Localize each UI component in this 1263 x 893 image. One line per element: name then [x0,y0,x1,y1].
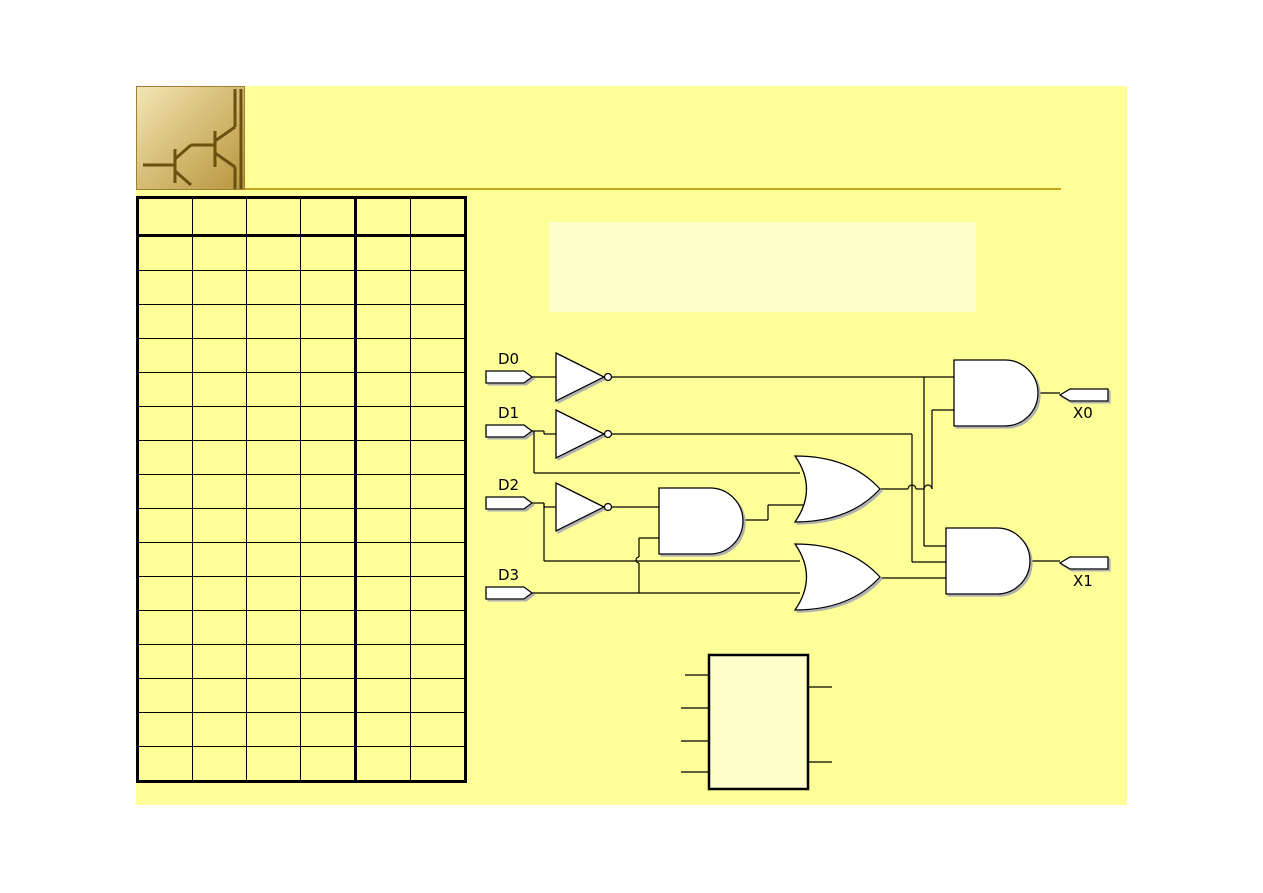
table-cell [300,712,356,747]
table-cell [246,678,301,713]
and-gate-icon [658,487,744,555]
table-cell [300,746,356,782]
input-port-d2: D2 [485,476,534,510]
table-row [137,508,466,543]
table-cell [300,542,356,577]
table-cell [410,235,466,271]
not-gate-icon [555,351,613,403]
table-row [137,406,466,441]
table-cell [410,610,466,645]
table-cell [410,678,466,713]
input-label: D2 [498,476,519,494]
note-box [549,222,976,312]
table-cell [137,372,193,407]
input-port-d3: D3 [485,566,534,600]
table-cell [246,610,301,645]
table-cell [137,406,193,441]
table-cell [137,304,193,339]
table-cell [300,270,356,305]
table-cell [246,197,301,237]
table-row [137,712,466,747]
table-row [137,372,466,407]
input-label: D0 [498,350,519,368]
table-row [137,644,466,679]
table-cell [246,746,301,782]
table-cell [246,440,301,475]
table-cell [192,197,247,237]
table-cell [192,508,247,543]
table-cell [300,508,356,543]
table-cell [246,338,301,373]
table-cell [246,542,301,577]
table-cell [410,746,466,782]
input-label: D1 [498,404,519,422]
and-gate-icon [953,359,1039,427]
table-cell [410,576,466,611]
transistor-logo-icon [136,86,245,190]
table-cell [410,338,466,373]
table-cell [192,474,247,509]
table-cell [192,712,247,747]
table-cell [192,542,247,577]
table-row [137,576,466,611]
table-cell [246,508,301,543]
table-cell [137,197,193,237]
table-cell [246,304,301,339]
not-gate-icon [555,408,613,460]
table-cell [246,372,301,407]
table-cell [354,712,411,747]
table-cell [192,746,247,782]
output-label: X1 [1073,572,1093,590]
table-cell [246,270,301,305]
table-row [137,270,466,305]
table-cell [246,712,301,747]
wires [532,376,1060,594]
table-cell [300,474,356,509]
table-row [137,474,466,509]
table-cell [354,746,411,782]
table-cell [410,372,466,407]
output-label: X0 [1073,404,1093,422]
table-cell [354,576,411,611]
table-cell [410,406,466,441]
title-rule [245,188,1061,190]
table-row [137,610,466,645]
output-port-x1: X1 [1058,556,1109,590]
table-cell [137,712,193,747]
not-gate-icon [555,481,613,533]
table-cell [192,406,247,441]
table-cell [246,644,301,679]
table-cell [192,235,247,271]
table-cell [192,372,247,407]
table-cell [246,235,301,271]
and-gate-icon [945,527,1031,595]
table-cell [137,508,193,543]
table-cell [192,440,247,475]
table-cell [300,678,356,713]
table-cell [354,678,411,713]
table-cell [354,270,411,305]
table-cell [354,406,411,441]
input-port-d0: D0 [485,350,534,384]
table-cell [354,542,411,577]
table-header-row [137,197,466,237]
table-cell [410,508,466,543]
output-port-x0: X0 [1058,388,1109,422]
table-cell [410,270,466,305]
table-cell [410,197,466,237]
truth-table [136,196,467,783]
table-cell [410,644,466,679]
input-port-d1: D1 [485,404,534,438]
or-gate-icon [793,543,881,611]
table-row [137,678,466,713]
table-cell [410,304,466,339]
table-cell [137,678,193,713]
input-label: D3 [498,566,519,584]
encoder-block-symbol [681,653,832,791]
table-row [137,746,466,782]
or-gate-icon [793,455,881,523]
table-cell [137,746,193,782]
